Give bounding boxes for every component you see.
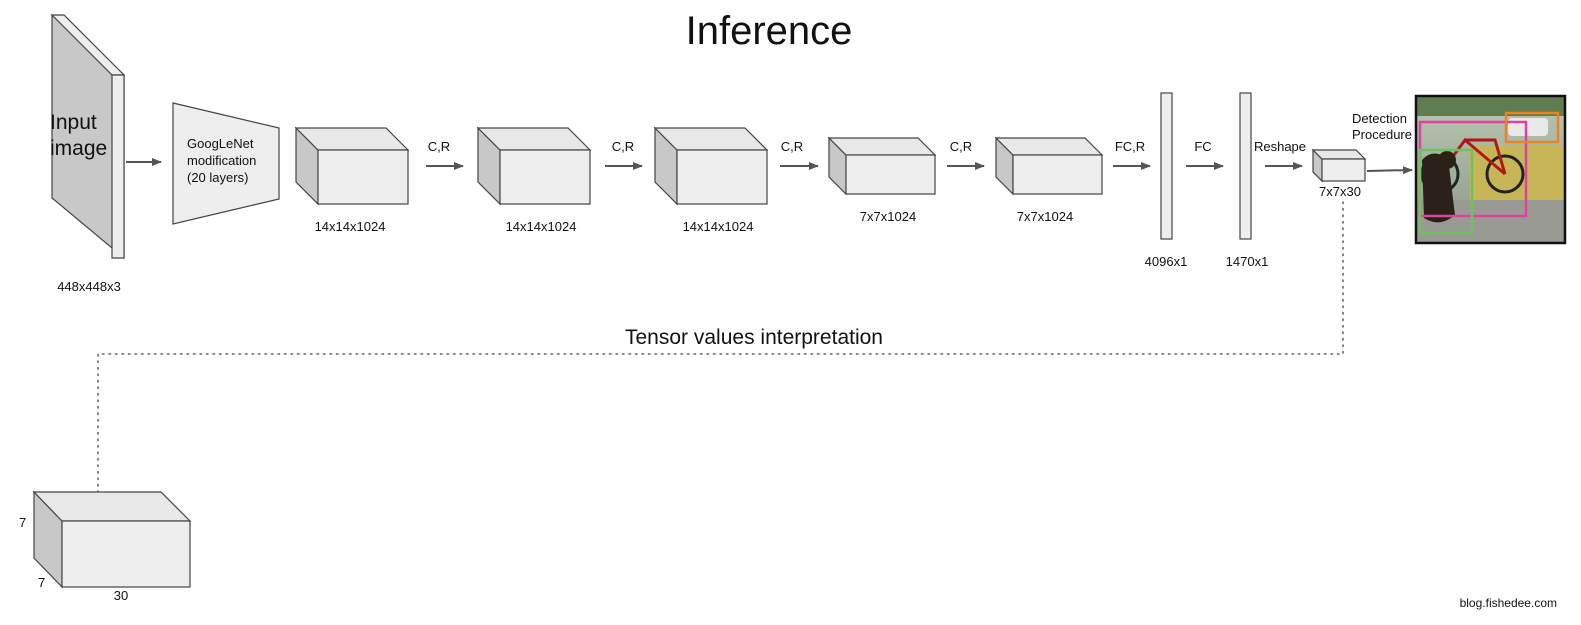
op-label-5: FC,R xyxy=(1115,139,1145,154)
block-4-dims: 7x7x1024 xyxy=(860,209,916,224)
op-label-7: Reshape xyxy=(1254,139,1306,154)
googlenet-label-line3: (20 layers) xyxy=(187,170,248,185)
op-label-4: C,R xyxy=(950,139,972,154)
feature-block-4 xyxy=(827,136,937,196)
detection-box-car xyxy=(1504,111,1560,144)
feature-block-2 xyxy=(476,126,592,206)
interpretation-dim-height: 7 xyxy=(19,515,26,530)
block-1-dims: 14x14x1024 xyxy=(315,219,386,234)
block-2-dims: 14x14x1024 xyxy=(506,219,577,234)
input-dims: 448x448x3 xyxy=(57,279,121,294)
input-image-slab xyxy=(50,13,126,260)
interpretation-title: Tensor values interpretation xyxy=(625,326,883,349)
feature-block-1 xyxy=(294,126,410,206)
arrow-detection xyxy=(1366,166,1413,175)
interpretation-dim-depth: 7 xyxy=(38,575,45,590)
fc-layer-4096-dims: 4096x1 xyxy=(1145,254,1188,269)
detection-box-dog xyxy=(1418,148,1474,235)
input-label-line2: image xyxy=(50,137,107,160)
interpretation-connector xyxy=(97,201,1344,493)
op-label-6: FC xyxy=(1194,139,1211,154)
detection-result-image xyxy=(1414,94,1567,245)
op-label-3: C,R xyxy=(781,139,803,154)
output-tensor-cube xyxy=(1311,148,1367,183)
googlenet-label-line1: GoogLeNet xyxy=(187,136,254,151)
interpretation-dim-width: 30 xyxy=(114,588,128,603)
op-label-2: C,R xyxy=(612,139,634,154)
watermark: blog.fishedee.com xyxy=(1460,596,1557,610)
fc-layer-1470 xyxy=(1239,92,1252,240)
op-label-1: C,R xyxy=(428,139,450,154)
feature-block-3 xyxy=(653,126,769,206)
googlenet-block xyxy=(172,102,280,225)
block-5-dims: 7x7x1024 xyxy=(1017,209,1073,224)
fc-layer-4096 xyxy=(1160,92,1173,240)
interpretation-tensor-cube xyxy=(32,490,192,589)
googlenet-label-line2: modification xyxy=(187,153,256,168)
detection-label-line1: Detection xyxy=(1352,111,1407,126)
output-dims: 7x7x30 xyxy=(1319,184,1361,199)
detection-label-line2: Procedure xyxy=(1352,127,1412,142)
block-3-dims: 14x14x1024 xyxy=(683,219,754,234)
diagram-title: Inference xyxy=(686,9,853,53)
input-label-line1: Input xyxy=(50,111,97,134)
feature-block-5 xyxy=(994,136,1104,196)
fc-layer-1470-dims: 1470x1 xyxy=(1226,254,1269,269)
